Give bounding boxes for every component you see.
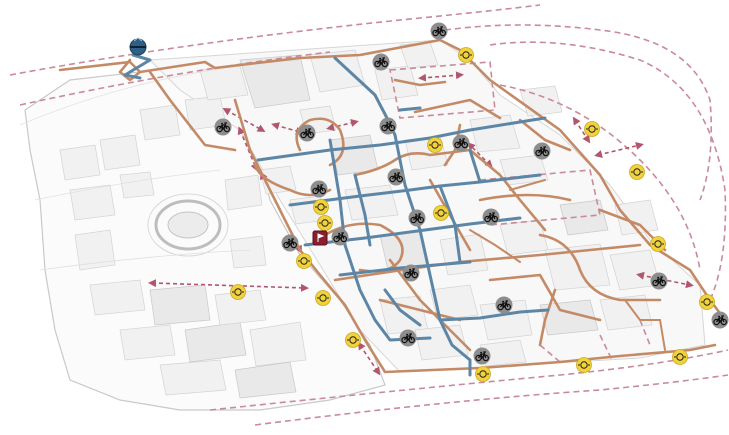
bicycle-icon[interactable] [494, 295, 514, 315]
coin-icon[interactable] [576, 357, 592, 373]
bicycle-icon[interactable] [297, 123, 317, 143]
bicycle-icon[interactable] [378, 116, 398, 136]
coin-icon[interactable] [345, 332, 361, 348]
coin-icon[interactable] [672, 349, 688, 365]
coin-icon[interactable] [475, 366, 491, 382]
bicycle-icon[interactable] [213, 117, 233, 137]
coin-icon[interactable] [313, 199, 329, 215]
stadium [147, 193, 229, 257]
bicycle-icon[interactable] [371, 52, 391, 72]
bicycle-icon[interactable] [472, 346, 492, 366]
coin-icon[interactable] [433, 205, 449, 221]
bicycle-icon[interactable] [451, 133, 471, 153]
bicycle-icon[interactable] [401, 263, 421, 283]
coin-icon[interactable] [296, 253, 312, 269]
coin-icon[interactable] [427, 137, 443, 153]
bicycle-icon[interactable] [532, 141, 552, 161]
bicycle-icon[interactable] [429, 21, 449, 41]
coin-icon[interactable] [699, 294, 715, 310]
bicycle-icon[interactable] [710, 310, 729, 330]
bicycle-icon[interactable] [481, 207, 501, 227]
coin-icon[interactable] [230, 284, 246, 300]
bicycle-icon[interactable] [330, 227, 350, 247]
bicycle-icon[interactable] [398, 328, 418, 348]
bicycle-icon[interactable] [407, 208, 427, 228]
bicycle-icon[interactable] [280, 233, 300, 253]
coin-icon[interactable] [584, 121, 600, 137]
location-pin-icon[interactable] [129, 37, 147, 56]
coin-icon[interactable] [629, 164, 645, 180]
bicycle-icon[interactable] [386, 167, 406, 187]
coin-icon[interactable] [315, 290, 331, 306]
coin-icon[interactable] [317, 215, 333, 231]
coin-icon[interactable] [458, 47, 474, 63]
bicycle-icon[interactable] [649, 271, 669, 291]
flag-marker-icon[interactable] [312, 230, 328, 246]
bicycle-icon[interactable] [309, 179, 329, 199]
buildings-left [59, 95, 307, 399]
coin-icon[interactable] [650, 236, 666, 252]
